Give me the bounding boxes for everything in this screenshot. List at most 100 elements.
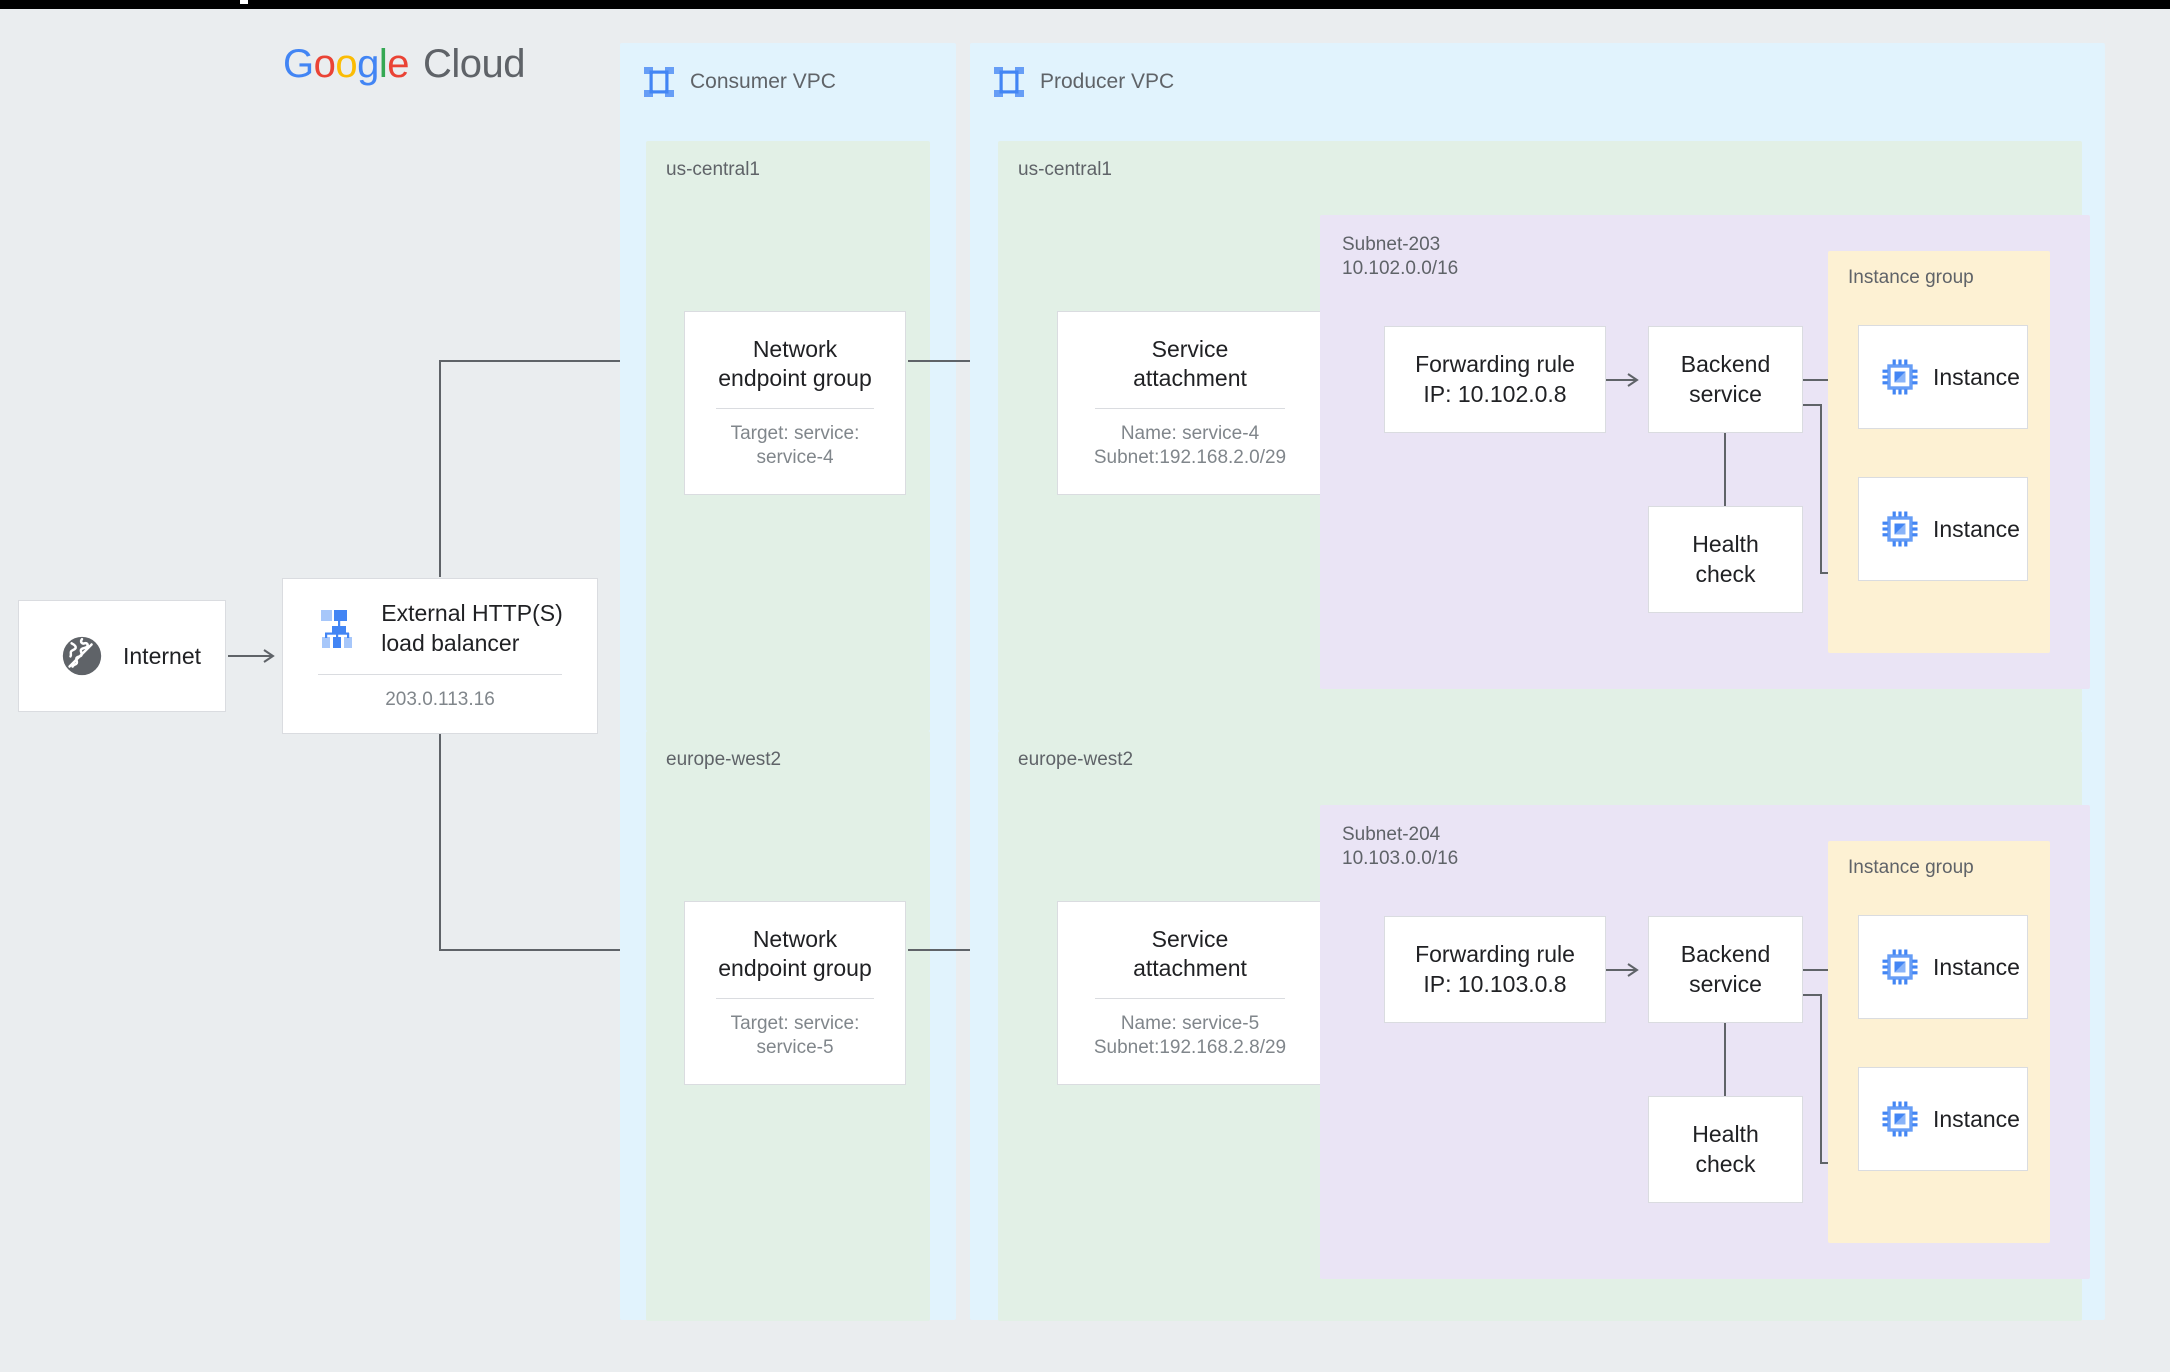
cpu-chip-icon [1881,1100,1919,1138]
consumer-region-label-1: europe-west2 [666,749,782,770]
subnet-cidr-0: 10.102.0.0/16 [1342,257,1459,279]
subnet-cidr-1: 10.103.0.0/16 [1342,847,1459,869]
hc-line2-1: check [1695,1150,1756,1177]
network-endpoint-group-europe-west2[interactable]: Network endpoint group Target: service: … [684,901,906,1085]
lb-branch-vertical [439,360,441,577]
health-check-europe-west2[interactable]: Health check [1648,1096,1803,1203]
instance-label-1-0: Instance [1933,953,2020,980]
neg-title-line1-1: Network [752,925,838,952]
lb-title-line1: External HTTP(S) [381,600,563,627]
subnet-name-1: Subnet-204 [1342,824,1441,845]
logo-letter-l: l [378,42,388,86]
internet-label: Internet [123,642,201,669]
sa-separator-0 [1094,407,1286,409]
instance-group-label-0: Instance group [1848,267,1974,288]
instance-label-1-1: Instance [1933,1105,2020,1132]
consumer-vpc-container: Consumer VPC us-central1 Network endpoin… [620,43,956,1321]
logo-word-cloud: Cloud [423,42,526,86]
line-bs-to-hc-1 [1724,1023,1726,1096]
instance-label-0-0: Instance [1933,363,2020,390]
instance-group-europe-west2: Instance group [1828,841,2050,1243]
lb-branch-bottom-vertical [439,734,441,951]
instance-card-0-1[interactable]: Instance [1858,477,2028,581]
cpu-chip-icon [1881,948,1919,986]
producer-vpc-title: Producer VPC [1040,70,1175,93]
logo-letter-e: e [387,42,410,86]
consumer-region-us-central1: us-central1 Network endpoint group Targe… [646,141,930,731]
hc-line1-1: Health [1692,1121,1759,1148]
logo-letter-o1: o [313,42,336,86]
logo-letter-g1: G [283,42,314,86]
internet-node[interactable]: Internet [18,600,226,712]
fr-line1-1: Forwarding rule [1415,941,1575,968]
bs-line1-1: Backend [1680,941,1771,968]
bs-line2-0: service [1689,380,1762,407]
lb-branch-bottom-horizontal [439,949,661,951]
external-load-balancer-card[interactable]: External HTTP(S) load balancer 203.0.113… [282,578,598,734]
lb-ip-address: 203.0.113.16 [385,689,495,711]
instance-group-label-1: Instance group [1848,857,1974,878]
sa-title-line1-1: Service [1151,925,1229,952]
producer-region-label-1: europe-west2 [1018,749,1134,770]
subnet-203-container: Subnet-203 10.102.0.0/16 Forwarding rule… [1320,215,2090,689]
arrow-internet-to-lb [228,649,275,663]
consumer-vpc-header: Consumer VPC [642,65,836,99]
producer-region-label-0: us-central1 [1018,159,1112,180]
lb-branch-top-horizontal [439,360,661,362]
cpu-chip-icon [1881,358,1919,396]
network-endpoint-group-us-central1[interactable]: Network endpoint group Target: service: … [684,311,906,495]
line-bs-to-hc-0 [1724,433,1726,506]
neg-title-line2-0: endpoint group [718,365,872,392]
subnet-label-1: Subnet-204 10.103.0.0/16 [1342,823,1458,871]
vpc-icon [992,65,1026,99]
health-check-us-central1[interactable]: Health check [1648,506,1803,613]
producer-region-europe-west2: europe-west2 Service attachment Name: se… [998,731,2090,1321]
arrow-fr-to-bs-1 [1606,963,1639,977]
fr-line2-0: IP: 10.102.0.8 [1423,380,1567,407]
cpu-chip-icon [1881,510,1919,548]
arrow-fr-to-bs-0 [1606,373,1639,387]
sa-title-line1-0: Service [1151,335,1229,362]
instance-group-us-central1: Instance group [1828,251,2050,653]
lb-title-line2: load balancer [381,630,520,657]
logo-letter-g2: g [357,42,379,86]
instance-card-1-0[interactable]: Instance [1858,915,2028,1019]
backend-service-europe-west2[interactable]: Backend service [1648,916,1803,1023]
top-black-bar [0,0,2170,9]
backend-service-us-central1[interactable]: Backend service [1648,326,1803,433]
sa-separator-1 [1094,997,1286,999]
logo-letter-o2: o [335,42,358,86]
google-cloud-logo: Google Cloud [283,42,526,87]
sa-sub-line2-1: Subnet:192.168.2.8/29 [1093,1037,1287,1059]
neg-sub-line2-1: service-5 [756,1037,834,1059]
forwarding-rule-us-central1[interactable]: Forwarding rule IP: 10.102.0.8 [1384,326,1606,433]
service-attachment-us-central1[interactable]: Service attachment Name: service-4 Subne… [1057,311,1323,495]
sa-sub-line1-1: Name: service-5 [1120,1012,1260,1034]
forwarding-rule-europe-west2[interactable]: Forwarding rule IP: 10.103.0.8 [1384,916,1606,1023]
neg-sub-line1-1: Target: service: [730,1012,860,1034]
load-balancer-icon [317,607,361,651]
instance-label-0-1: Instance [1933,515,2020,542]
subnet-name-0: Subnet-203 [1342,234,1441,255]
hc-line2-0: check [1695,560,1756,587]
top-bar-notch [240,0,248,4]
consumer-region-label-0: us-central1 [666,159,760,180]
sa-sub-line2-0: Subnet:192.168.2.0/29 [1093,447,1287,469]
hc-line1-0: Health [1692,531,1759,558]
bs-line2-1: service [1689,970,1762,997]
sa-title-line2-0: attachment [1133,365,1247,392]
instance-card-1-1[interactable]: Instance [1858,1067,2028,1171]
fr-line1-0: Forwarding rule [1415,351,1575,378]
service-attachment-europe-west2[interactable]: Service attachment Name: service-5 Subne… [1057,901,1323,1085]
producer-vpc-header: Producer VPC [992,65,1174,99]
subnet-label-0: Subnet-203 10.102.0.0/16 [1342,233,1458,281]
sa-title-line2-1: attachment [1133,955,1247,982]
consumer-region-europe-west2: europe-west2 Network endpoint group Targ… [646,731,930,1321]
producer-region-us-central1: us-central1 Service attachment Name: ser… [998,141,2090,731]
lb-separator [317,674,563,676]
neg-separator-1 [715,997,875,999]
instance-card-0-0[interactable]: Instance [1858,325,2028,429]
fr-line2-1: IP: 10.103.0.8 [1423,970,1567,997]
neg-separator-0 [715,407,875,409]
bs-line1-0: Backend [1680,351,1771,378]
